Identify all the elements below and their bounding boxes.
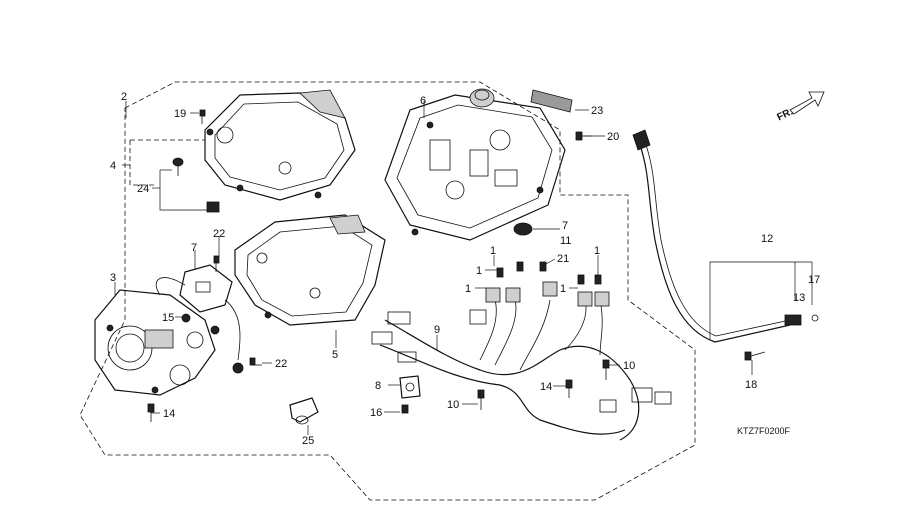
circuit-board-7 [155, 264, 241, 361]
speedometer-cable-12 [632, 129, 819, 343]
callout-11: 11 [560, 235, 571, 247]
callout-13: 13 [793, 292, 805, 304]
bulb-socket-25 [289, 397, 319, 425]
callout-7a: 7 [191, 242, 197, 254]
assembly-boundary [79, 81, 696, 501]
callout-5: 5 [332, 349, 338, 361]
clamp-8 [399, 375, 421, 399]
callout-3: 3 [110, 272, 116, 284]
callout-15: 15 [162, 312, 174, 324]
screw-19 [199, 109, 206, 124]
callout-9: 9 [434, 324, 440, 336]
bulb-15 [181, 313, 191, 323]
callout-1b: 1 [476, 265, 482, 277]
callout-8: 8 [375, 380, 381, 392]
stud [172, 157, 184, 176]
callout-10a: 10 [447, 399, 459, 411]
callout-16: 16 [370, 407, 382, 419]
screw-22b [249, 357, 262, 366]
meter-unit [94, 289, 216, 396]
bulbs-1 [496, 261, 602, 285]
meter-visor [204, 89, 356, 201]
callout-7b: 7 [562, 220, 568, 232]
wire-harness-9 [371, 281, 672, 441]
meter-frame-gasket [234, 214, 386, 326]
strip-23 [530, 89, 573, 113]
bolt-14b [565, 379, 573, 398]
bolt-10a [477, 389, 485, 410]
front-direction-arrow: FR. [776, 91, 825, 123]
drawing-code: KTZ7F0200F [737, 426, 791, 436]
callout-4: 4 [110, 160, 116, 172]
callout-14a: 14 [163, 408, 175, 420]
callout-25: 25 [302, 435, 314, 447]
callout-6: 6 [420, 95, 426, 107]
bolt-14a [147, 403, 155, 422]
bolt-16 [401, 404, 409, 414]
callout-19: 19 [174, 108, 186, 120]
callout-1a: 1 [490, 245, 496, 257]
bracket-4-b [129, 140, 155, 186]
callout-14b: 14 [540, 381, 552, 393]
callout-2: 2 [121, 91, 127, 103]
callout-23: 23 [591, 105, 603, 117]
callout-22a: 22 [213, 228, 225, 240]
callout-20: 20 [607, 131, 619, 143]
callout-22b: 22 [275, 358, 287, 370]
callout-1d: 1 [560, 283, 566, 295]
leader-lines [114, 101, 753, 435]
socket-4 [232, 362, 244, 374]
bolt-10b [602, 359, 610, 380]
callout-24: 24 [137, 183, 149, 195]
callout-18: 18 [745, 379, 757, 391]
screw-18 [744, 351, 766, 361]
callout-17: 17 [808, 274, 820, 286]
callout-1e: 1 [594, 245, 600, 257]
bracket-12 [709, 261, 796, 340]
screw-22a [213, 255, 220, 272]
callout-21: 21 [557, 253, 569, 265]
callout-12: 12 [761, 233, 773, 245]
callout-10b: 10 [623, 360, 635, 372]
bracket-24 [159, 170, 210, 211]
cap-7-11 [513, 222, 533, 236]
grommet [469, 88, 495, 108]
clip-24 [206, 201, 220, 213]
callout-1c: 1 [465, 283, 471, 295]
